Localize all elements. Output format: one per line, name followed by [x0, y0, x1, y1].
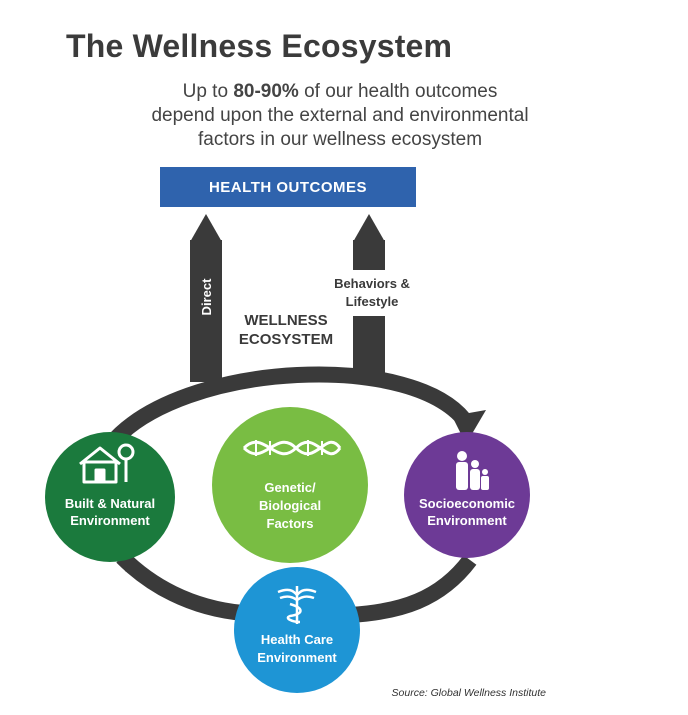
- behaviors-label-line1: Behaviors &: [334, 276, 410, 291]
- dna-icon: [242, 440, 342, 456]
- subtitle-line3: factors in our wellness ecosystem: [197, 129, 483, 150]
- healthcare-label-line1: Health Care: [261, 632, 333, 647]
- ecosystem-label-line1: WELLNESS: [244, 312, 327, 329]
- house-tree-icon: [79, 443, 135, 484]
- subtitle-line1-post: of our health outcomes: [298, 81, 498, 102]
- healthcare-label-line2: Environment: [257, 650, 337, 665]
- source-citation: Source: Global Wellness Institute: [391, 687, 546, 699]
- caduceus-icon: [277, 586, 317, 624]
- loop-bottom-right-arc: [349, 555, 477, 623]
- socio-label-line2: Environment: [427, 513, 507, 528]
- node-built-natural: Built & Natural Environment: [45, 432, 175, 562]
- health-outcomes-box: HEALTH OUTCOMES: [160, 167, 416, 207]
- behaviors-label-bg: [325, 270, 421, 316]
- built-label-line1: Built & Natural: [65, 496, 155, 511]
- direct-label: Direct: [199, 278, 214, 316]
- subtitle-line2: depend upon the external and environment…: [151, 105, 529, 126]
- node-health-care: Health Care Environment: [234, 567, 360, 693]
- loop-arrowhead-right: [452, 410, 486, 444]
- ecosystem-label-line2: ECOSYSTEM: [239, 331, 333, 348]
- subtitle: Up to 80-90% of our health outcomes depe…: [40, 80, 640, 152]
- subtitle-line1-pre: Up to: [182, 81, 234, 102]
- genetic-label-line2: Biological: [259, 498, 321, 513]
- node-genetic-biological: Genetic/ Biological Factors: [212, 407, 368, 563]
- family-icon: [456, 451, 489, 490]
- genetic-label-line3: Factors: [267, 516, 314, 531]
- genetic-label-line1: Genetic/: [264, 480, 316, 495]
- loop-bottom-left-arc: [116, 551, 244, 621]
- node-socioeconomic: Socioeconomic Environment: [404, 432, 530, 558]
- built-label-line2: Environment: [70, 513, 150, 528]
- behaviors-label-line2: Lifestyle: [346, 294, 399, 309]
- direct-arrow: [190, 214, 222, 382]
- ecosystem-loop: [103, 366, 477, 623]
- socio-label-line1: Socioeconomic: [419, 496, 515, 511]
- page-title: The Wellness Ecosystem: [66, 28, 453, 64]
- subtitle-highlight: 80-90%: [233, 81, 299, 102]
- loop-top-arc: [103, 366, 475, 451]
